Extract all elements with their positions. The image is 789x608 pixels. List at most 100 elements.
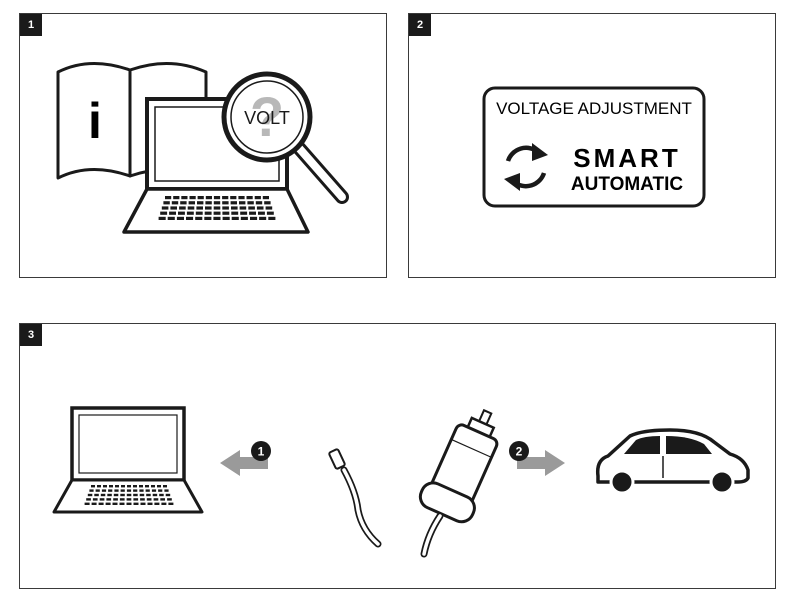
keyboard-key [161, 502, 167, 505]
panel-number-1: 1 [20, 14, 42, 36]
keyboard-key [133, 493, 138, 497]
keyboard-key [105, 502, 111, 505]
keyboard-key [158, 489, 163, 492]
keyboard-key [157, 485, 161, 488]
step-1-badge [251, 441, 271, 461]
magnifier-icon: ? VOLT [221, 71, 349, 204]
voltage-adjustment-title: VOLTAGE ADJUSTMENT [496, 99, 692, 118]
keyboard-key [222, 216, 230, 220]
keyboard-key [161, 206, 169, 210]
keyboard-key [92, 498, 98, 501]
keyboard-key [119, 498, 125, 501]
keyboard-key [147, 502, 153, 505]
keyboard-key [114, 489, 119, 492]
keyboard-key [87, 493, 93, 497]
keyboard-key [197, 196, 204, 200]
keyboard-key [154, 502, 160, 505]
keyboard-key [222, 201, 229, 205]
keyboard-key [103, 485, 107, 488]
keyboard-key [268, 216, 276, 220]
keyboard-key [239, 206, 247, 210]
keyboard-key [84, 502, 90, 505]
keyboard-key [159, 493, 164, 497]
keyboard-key [151, 485, 155, 488]
keyboard-key [213, 201, 221, 205]
keyboard-key [167, 216, 175, 220]
keyboard-key [240, 216, 248, 220]
keyboard-key [153, 498, 159, 501]
keyboard-key [119, 502, 125, 505]
step-1-number: 1 [258, 445, 265, 459]
usb-cable-icon [328, 448, 382, 548]
keyboard-key [145, 489, 150, 492]
keyboard-key [120, 493, 125, 497]
keyboard-key [213, 206, 221, 210]
keyboard-key [145, 485, 149, 488]
keyboard-key [86, 498, 91, 501]
keyboard-key [160, 498, 165, 501]
keyboard-key [240, 211, 248, 215]
keyboard-key [163, 485, 167, 488]
keyboard-key [265, 206, 273, 210]
keyboard-key [139, 485, 143, 488]
panel-3-illustration: 1 2 [52, 406, 750, 558]
keyboard-key [256, 206, 264, 210]
keyboard-key [171, 201, 179, 205]
keyboard-key [222, 211, 230, 215]
keyboard-key [248, 206, 255, 210]
keyboard-key [146, 498, 152, 501]
keyboard-key [231, 206, 238, 210]
keyboard-key [113, 498, 118, 501]
keyboard-key [195, 216, 203, 220]
keyboard-key [167, 498, 172, 501]
keyboard-key [99, 498, 105, 501]
keyboard-key [133, 498, 139, 501]
keyboard-key [231, 211, 239, 215]
arrow-left-icon [220, 450, 268, 476]
keyboard-key [178, 211, 185, 215]
car-icon [595, 428, 750, 495]
volt-label: VOLT [244, 108, 290, 128]
keyboard-key [196, 206, 203, 210]
keyboard-key [179, 206, 186, 210]
keyboard-key [140, 502, 146, 505]
keyboard-key [186, 211, 194, 215]
keyboard-key [239, 201, 246, 205]
panel-number-3: 3 [20, 324, 42, 346]
keyboard-key [254, 196, 261, 200]
keyboard-key [126, 498, 132, 501]
keyboard-key [222, 206, 229, 210]
keyboard-key [112, 502, 118, 505]
keyboard-key [163, 201, 170, 205]
keyboard-key [133, 485, 137, 488]
keyboard-key [91, 485, 95, 488]
keyboard-key [247, 201, 254, 205]
keyboard-key [238, 196, 245, 200]
keyboard-key [173, 196, 180, 200]
step-2-badge [509, 441, 529, 461]
panel-2-illustration: VOLTAGE ADJUSTMENT SMART AUTOMATIC [482, 86, 706, 208]
keyboard-key [160, 211, 168, 215]
keyboard-key [165, 196, 172, 200]
panel-3: 3 1 [19, 323, 776, 589]
question-mark: ? [250, 85, 284, 148]
keyboard-key [165, 493, 171, 497]
keyboard-key [100, 493, 106, 497]
keyboard-key [205, 201, 212, 205]
keyboard-key [205, 196, 212, 200]
keyboard-key [205, 206, 212, 210]
keyboard-key [255, 201, 263, 205]
keyboard-key [204, 211, 212, 215]
keyboard-key [222, 196, 229, 200]
keyboard-key [197, 201, 204, 205]
keyboard-key [121, 485, 125, 488]
panel-1: 1 i ? VOLT [19, 13, 387, 278]
keyboard-key [101, 489, 107, 492]
keyboard-key [231, 216, 239, 220]
keyboard-key [139, 489, 144, 492]
smart-label: SMART [573, 143, 680, 173]
keyboard-key [106, 498, 112, 501]
keyboard-key [126, 502, 132, 505]
keyboard-key [181, 196, 188, 200]
keyboard-key [152, 493, 158, 497]
